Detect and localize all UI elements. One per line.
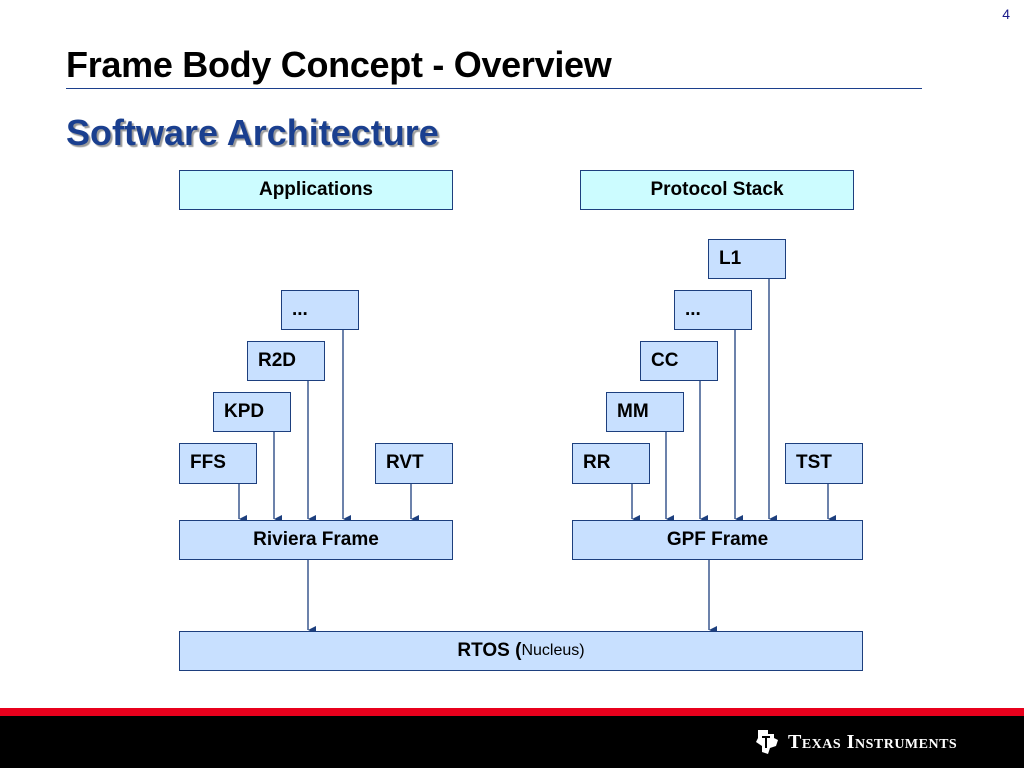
applications-box: Applications <box>179 170 453 210</box>
ti-company-name: Texas Instruments <box>788 731 958 753</box>
module-label: R2D <box>258 350 297 371</box>
module-label: L1 <box>719 248 742 269</box>
module-mm: MM <box>606 392 684 432</box>
module-tst: TST <box>785 443 863 484</box>
ti-logo-icon <box>756 730 778 754</box>
module-l1: L1 <box>708 239 786 279</box>
footer-red-bar <box>0 708 1024 716</box>
title-rule <box>66 88 922 89</box>
protocol-stack-box: Protocol Stack <box>580 170 854 210</box>
module-label: ... <box>685 299 701 320</box>
module-label: RVT <box>386 452 424 473</box>
riviera-frame-label: Riviera Frame <box>253 529 379 550</box>
module-kpd: KPD <box>213 392 291 432</box>
module-rvt: RVT <box>375 443 453 484</box>
protocol-stack-label: Protocol Stack <box>650 179 784 200</box>
riviera-frame-box: Riviera Frame <box>179 520 453 560</box>
module-ellipsis-right: ... <box>674 290 752 330</box>
module-ffs: FFS <box>179 443 257 484</box>
module-r2d: R2D <box>247 341 325 381</box>
module-ellipsis-left: ... <box>281 290 359 330</box>
module-label: ... <box>292 299 308 320</box>
slide-subtitle: Software Architecture <box>66 112 439 153</box>
rtos-sublabel: Nucleus) <box>521 642 585 659</box>
rtos-label: RTOS ( <box>457 640 522 661</box>
module-rr: RR <box>572 443 650 484</box>
gpf-frame-box: GPF Frame <box>572 520 863 560</box>
module-label: RR <box>583 452 611 473</box>
page-number: 4 <box>1002 6 1010 22</box>
module-label: FFS <box>190 452 226 473</box>
module-label: CC <box>651 350 679 371</box>
architecture-diagram: Applications Protocol Stack ... R2D KPD … <box>179 170 863 671</box>
module-label: MM <box>617 401 649 422</box>
module-cc: CC <box>640 341 718 381</box>
module-label: KPD <box>224 401 265 422</box>
module-label: TST <box>796 452 832 473</box>
rtos-box: RTOS (Nucleus) <box>179 631 863 671</box>
slide-title: Frame Body Concept - Overview <box>66 44 612 85</box>
applications-label: Applications <box>258 179 373 200</box>
gpf-frame-label: GPF Frame <box>666 529 769 550</box>
footer-black-bar <box>0 716 1024 768</box>
connector-layer <box>238 279 836 634</box>
